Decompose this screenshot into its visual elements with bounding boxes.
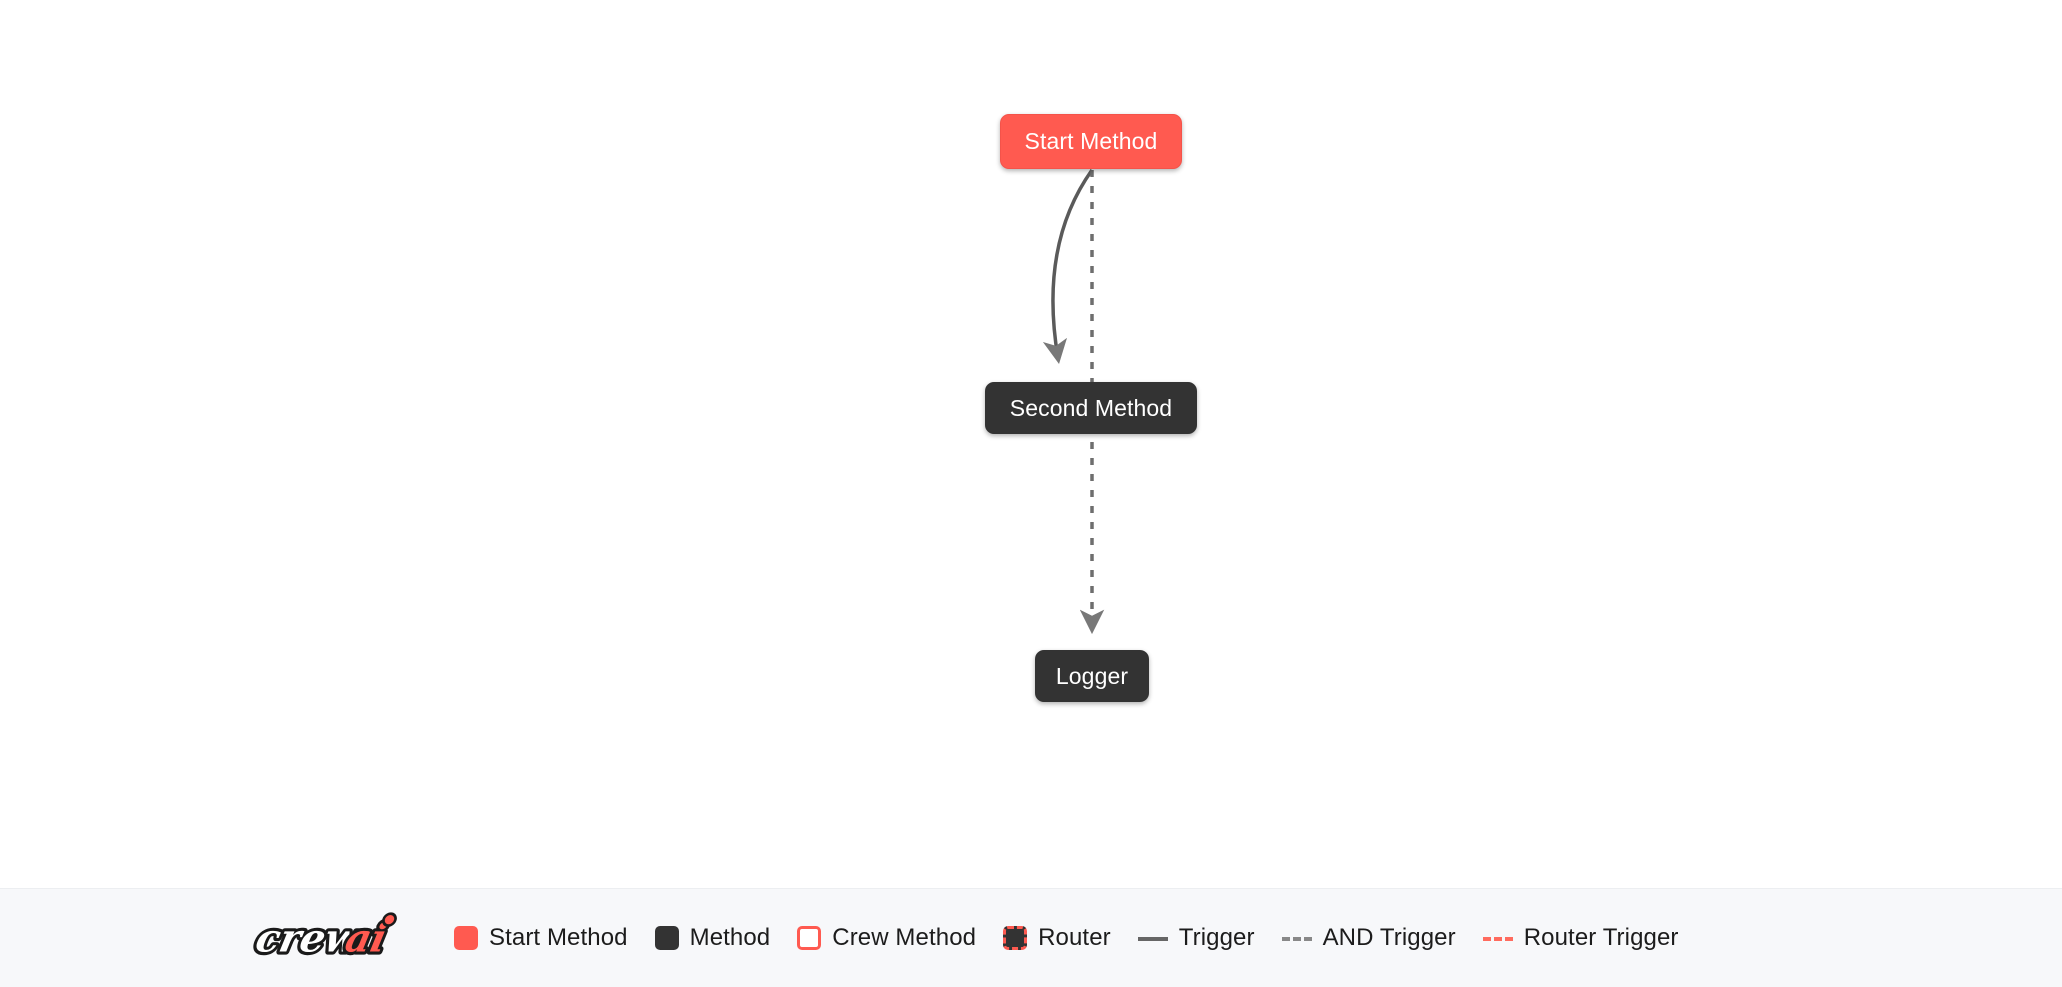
legend-label-start-method: Start Method: [489, 924, 628, 951]
legend-label-router-trigger: Router Trigger: [1523, 924, 1679, 951]
svg-text:crew: crew: [252, 916, 365, 961]
legend-item-router: Router: [1003, 924, 1111, 952]
crewai-logo: crew crew ai ai: [252, 912, 397, 965]
legend-label-and-trigger: AND Trigger: [1322, 924, 1456, 951]
legend: crew crew ai ai Start Method Method: [252, 907, 1706, 969]
trigger-line-icon: [1137, 936, 1168, 941]
legend-label-router: Router: [1038, 924, 1111, 951]
legend-item-start-method: Start Method: [454, 924, 628, 952]
and-trigger-line-icon: [1281, 936, 1312, 941]
logo-text-crew: crew: [252, 916, 365, 961]
edge-trigger-start-to-second[interactable]: [1042, 168, 1094, 365]
node-logger[interactable]: Logger: [1035, 650, 1149, 702]
start-method-swatch-icon: [454, 926, 478, 950]
router-trigger-line-icon: [1482, 936, 1513, 941]
legend-item-method: Method: [654, 924, 771, 952]
node-start-method-label: Start Method: [1024, 128, 1158, 154]
legend-item-crew-method: Crew Method: [797, 924, 976, 952]
flow-canvas[interactable]: Start Method Second Method Logger: [0, 0, 2062, 888]
legend-item-and-trigger: AND Trigger: [1281, 924, 1456, 952]
node-second-method-label: Second Method: [1009, 394, 1173, 421]
method-swatch-icon: [654, 926, 679, 950]
legend-footer: crew crew ai ai Start Method Method: [0, 888, 2062, 987]
legend-label-trigger: Trigger: [1178, 924, 1255, 951]
legend-item-trigger: Trigger: [1137, 924, 1255, 952]
node-second-method[interactable]: Second Method: [985, 382, 1197, 434]
node-logger-label: Logger: [1055, 662, 1129, 689]
node-start-method[interactable]: Start Method: [1000, 114, 1182, 169]
legend-label-method: Method: [689, 924, 771, 951]
legend-label-crew-method: Crew Method: [832, 924, 977, 951]
crew-method-swatch-icon: [797, 926, 822, 950]
legend-item-router-trigger: Router Trigger: [1482, 924, 1679, 952]
router-swatch-icon: [1003, 926, 1028, 950]
